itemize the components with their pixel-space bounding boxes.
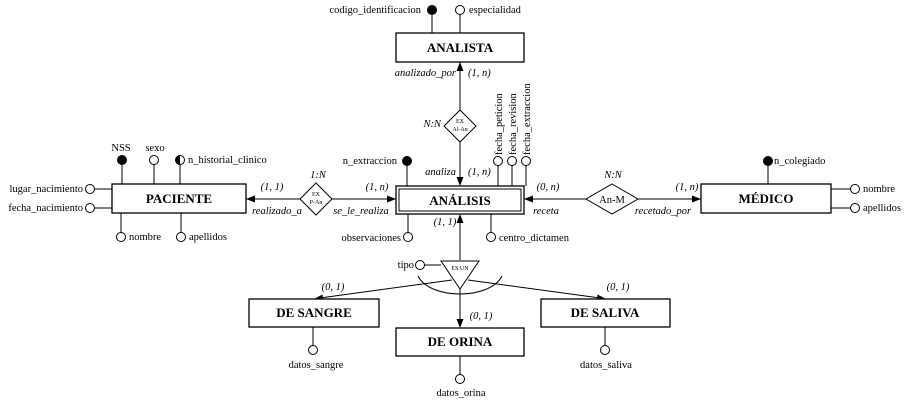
attr-nombre-medico: nombre — [831, 184, 895, 195]
entity-analista-label: ANALISTA — [427, 40, 494, 55]
attr-datos-sangre-label: datos_sangre — [289, 360, 344, 371]
card-orina: (0, 1) — [470, 311, 493, 322]
attr-fecha-revision: fecha_revision — [507, 92, 519, 186]
rel-medico-type: N:N — [603, 170, 623, 181]
rel-analista-type: N:N — [422, 119, 442, 130]
attr-nombre-paciente-label: nombre — [129, 232, 161, 243]
entity-medico[interactable]: MÉDICO — [700, 183, 832, 214]
entity-de-sangre-label: DE SANGRE — [276, 305, 352, 320]
arrow-to-analisis-left — [387, 195, 396, 203]
entity-de-orina[interactable]: DE ORINA — [395, 327, 525, 357]
attr-sexo-label: sexo — [145, 143, 164, 154]
entity-paciente[interactable]: PACIENTE — [111, 183, 247, 214]
arrow-isa-to-analisis — [456, 214, 464, 223]
attr-datos-orina-label: datos_orina — [437, 388, 486, 399]
attr-n-colegiado-label: n_colegiado — [774, 156, 825, 167]
entity-de-sangre[interactable]: DE SANGRE — [248, 298, 380, 328]
attr-observaciones: observaciones — [342, 214, 413, 244]
card-saliva: (0, 1) — [607, 282, 630, 293]
attr-n-extraccion: n_extraccion — [343, 156, 412, 186]
attr-tipo: tipo — [398, 260, 441, 271]
attr-datos-orina: datos_orina — [437, 356, 486, 399]
isa-label: ES UN — [451, 266, 469, 272]
attr-apellidos-paciente-label: apellidos — [189, 232, 227, 243]
attr-lugar-nacimiento: lugar_nacimiento — [10, 184, 112, 195]
arrow-to-medico — [692, 195, 701, 203]
entity-paciente-label: PACIENTE — [146, 191, 212, 206]
card-paciente-side: (1, 1) — [261, 182, 284, 193]
rel-analista-label: EX — [456, 119, 465, 125]
arrow-to-analisis-right — [524, 195, 533, 203]
attr-fecha-extraccion: fecha_extraccion — [521, 83, 533, 186]
attr-apellidos-paciente: apellidos — [176, 213, 227, 243]
rel-paciente-type: 1:N — [310, 170, 327, 181]
attr-fecha-nacimiento-label: fecha_nacimiento — [8, 203, 83, 214]
rel-paciente-sub: P-An — [310, 200, 323, 206]
attr-apellidos-medico: apellidos — [831, 203, 901, 214]
attr-centro-dictamen-label: centro_dictamen — [499, 233, 570, 244]
attr-centro-dictamen: centro_dictamen — [486, 214, 570, 244]
attr-nombre-paciente: nombre — [116, 213, 161, 243]
card-medico-side: (1, n) — [676, 182, 699, 193]
relationship-paciente-analisis[interactable]: EX P-An — [299, 182, 333, 216]
attr-n-historial-clinico-label: n_historial_clinico — [188, 155, 267, 166]
attr-n-historial-clinico: n_historial_clinico — [175, 155, 267, 184]
attr-fecha-peticion: fecha_peticion — [493, 92, 505, 186]
attr-n-colegiado: n_colegiado — [763, 156, 825, 184]
role-analiza: analiza — [425, 167, 456, 178]
attr-nss: NSS — [111, 143, 131, 184]
entity-medico-label: MÉDICO — [739, 191, 794, 206]
isa-es-un[interactable]: ES UN — [440, 260, 480, 290]
attr-datos-saliva: datos_saliva — [580, 327, 632, 371]
arrow-to-analisis-top — [456, 177, 464, 186]
rel-medico-label: An-M — [599, 195, 625, 206]
attr-fecha-nacimiento: fecha_nacimiento — [8, 203, 112, 214]
arrow-to-paciente — [246, 195, 255, 203]
attr-datos-saliva-label: datos_saliva — [580, 360, 632, 371]
card-analisis-isa: (1, 1) — [434, 217, 457, 228]
role-analizado-por: analizado_por — [395, 68, 457, 79]
role-receta: receta — [533, 206, 559, 217]
entity-de-orina-label: DE ORINA — [428, 334, 493, 349]
rel-paciente-label: EX — [312, 192, 321, 198]
relationship-analisis-medico[interactable]: An-M — [584, 183, 640, 215]
attr-fecha-extraccion-label: fecha_extraccion — [522, 83, 533, 155]
role-realizado-a: realizado_a — [252, 206, 302, 217]
entity-analisis[interactable]: ANÁLISIS — [395, 185, 525, 215]
attr-tipo-label: tipo — [398, 260, 414, 271]
role-recetado-por: recetado_por — [635, 206, 692, 217]
attr-codigo-identificacion: codigo_identificacion — [329, 5, 437, 33]
attr-observaciones-label: observaciones — [342, 233, 401, 244]
attr-lugar-nacimiento-label: lugar_nacimiento — [10, 184, 83, 195]
card-analisis-medico: (0, n) — [537, 182, 560, 193]
attr-sexo: sexo — [145, 143, 165, 184]
entity-analisis-label: ANÁLISIS — [429, 193, 490, 208]
entity-de-saliva[interactable]: DE SALIVA — [540, 298, 671, 328]
attr-especialidad-label: especialidad — [469, 5, 522, 16]
arrow-to-analista — [456, 62, 464, 71]
attr-fecha-revision-label: fecha_revision — [508, 92, 519, 155]
attr-apellidos-medico-label: apellidos — [863, 203, 901, 214]
role-se-le-realiza: se_le_realiza — [333, 206, 389, 217]
card-sangre: (0, 1) — [322, 282, 345, 293]
card-analista-side: (1, n) — [468, 68, 491, 79]
attr-codigo-identificacion-label: codigo_identificacion — [329, 5, 421, 16]
attr-datos-sangre: datos_sangre — [289, 327, 344, 371]
attr-fecha-peticion-label: fecha_peticion — [494, 92, 505, 155]
attr-nss-label: NSS — [111, 143, 130, 154]
entity-analista[interactable]: ANALISTA — [395, 32, 525, 63]
attr-n-extraccion-label: n_extraccion — [343, 156, 398, 167]
rel-analista-sub: Al-An — [452, 127, 467, 133]
attr-nombre-medico-label: nombre — [863, 184, 895, 195]
arrow-to-de-orina — [456, 319, 464, 328]
entity-de-saliva-label: DE SALIVA — [571, 305, 640, 320]
card-analisis-paciente: (1, n) — [366, 182, 389, 193]
relationship-analista-analisis[interactable]: EX Al-An — [443, 109, 477, 143]
card-analisis-analista: (1, n) — [468, 167, 491, 178]
attr-especialidad: especialidad — [455, 5, 522, 33]
